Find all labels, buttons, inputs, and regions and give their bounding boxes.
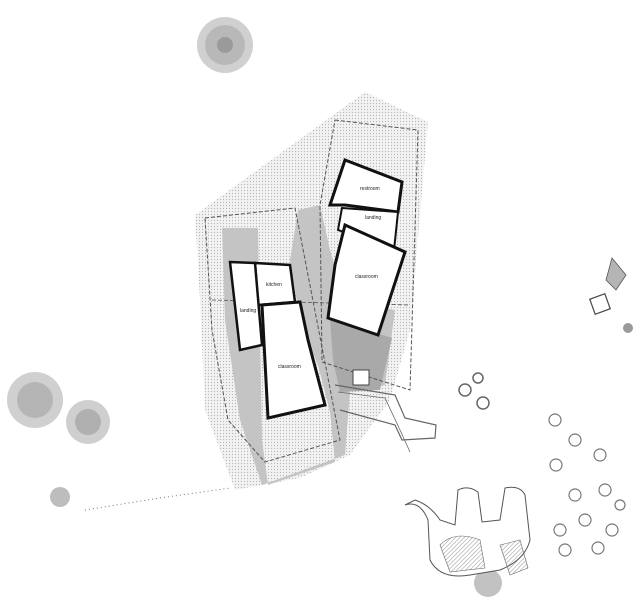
stepping-stone-icon [476, 396, 490, 410]
dashed-outline-west [204, 207, 341, 463]
classroom-room-lower [260, 300, 327, 420]
landing-label-lower: landing [240, 308, 256, 314]
bench-object [588, 292, 612, 316]
restroom-room [327, 158, 404, 214]
garden-bed-icon [548, 413, 626, 557]
dashed-outline-north [319, 119, 419, 391]
stepping-stone-icon [623, 323, 633, 333]
tree-icon [66, 400, 110, 444]
restroom-label: restroom [360, 186, 380, 192]
courtyard-feature [352, 369, 370, 386]
stepping-stone-icon [458, 383, 472, 397]
landing-room-lower [228, 260, 264, 352]
tree-icon [7, 372, 63, 428]
shrub-icon [50, 487, 70, 507]
rock-object [605, 257, 627, 291]
footpath [84, 487, 231, 511]
entry-steps [337, 391, 411, 453]
elephant-sculpture-icon [404, 486, 531, 577]
entry-ramp [334, 384, 437, 441]
kitchen-label: kitchen [266, 282, 282, 288]
tree-icon [197, 17, 253, 73]
classroom-room-upper [326, 222, 407, 337]
shrub-icon [474, 569, 502, 597]
classroom-label-lower: classroom [278, 364, 301, 370]
landing-label-upper: landing [365, 215, 381, 221]
stepping-stone-icon [472, 372, 484, 384]
classroom-label-upper: classroom [355, 274, 378, 280]
building-mass-right [330, 318, 392, 392]
